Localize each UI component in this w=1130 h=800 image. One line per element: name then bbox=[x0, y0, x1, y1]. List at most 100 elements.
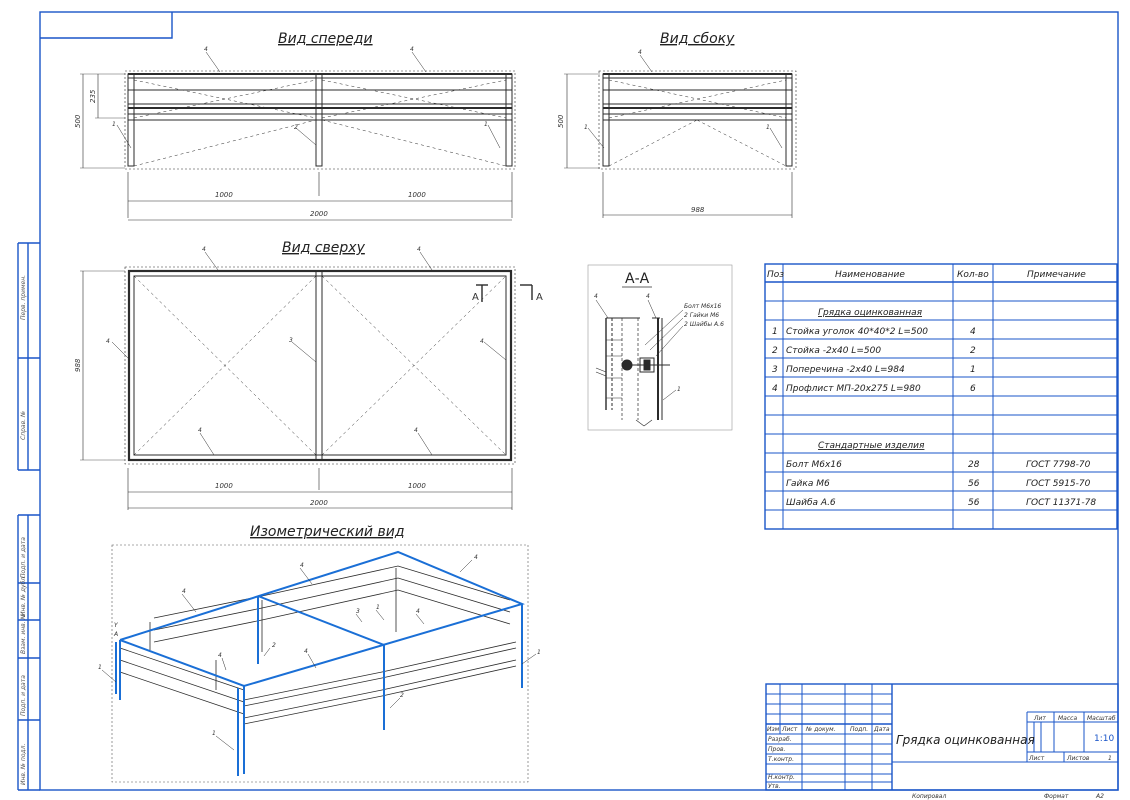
title-block-text: Изм Лист № докум. Подп. Дата Разраб. Про… bbox=[767, 715, 1116, 800]
section-title: А-А bbox=[625, 271, 650, 287]
front-view-title: Вид спереди bbox=[278, 31, 373, 47]
top-dim-1000a: 1000 bbox=[215, 482, 233, 490]
iso-callout-1a: 1 bbox=[376, 604, 380, 611]
front-view: Вид спереди bbox=[80, 31, 516, 221]
stamp-inv-dubl: Инв. № дубл. bbox=[20, 575, 27, 616]
iso-callout-4d: 4 bbox=[304, 648, 308, 655]
section-callout-4b: 4 bbox=[646, 293, 650, 300]
bom-row2-qty: 2 bbox=[970, 346, 976, 356]
stamp-podp1: Подп. и дата bbox=[20, 537, 27, 578]
bom-group-1: Грядка оцинкованная bbox=[818, 308, 923, 318]
bom-std1-note: ГОСТ 7798-70 bbox=[1026, 460, 1091, 470]
bom-std2-name: Гайка М6 bbox=[786, 479, 830, 489]
top-callout-4c: 4 bbox=[106, 338, 110, 345]
iso-view: Изометрический вид bbox=[98, 524, 541, 783]
bom-row1-qty: 4 bbox=[970, 327, 976, 337]
bom-row3-qty: 1 bbox=[970, 365, 976, 375]
bom-row4-qty: 6 bbox=[970, 384, 976, 394]
section-labels: Болт М6х16 2 Гайки М6 2 Шайбы А.6 4 4 1 bbox=[594, 293, 724, 393]
tb-razrab: Разраб. bbox=[768, 736, 792, 743]
top-callout-4f: 4 bbox=[414, 427, 418, 434]
iso-callout-1b: 1 bbox=[98, 664, 102, 671]
iso-axis-a: A bbox=[113, 631, 118, 638]
iso-callout-2b: 2 bbox=[400, 692, 404, 699]
bom-row1-pos: 1 bbox=[772, 327, 778, 337]
tb-col-izm: Изм bbox=[767, 726, 780, 733]
tb-format-label: Формат bbox=[1044, 793, 1069, 800]
tb-col-list: Лист bbox=[781, 726, 798, 733]
bom-std1-qty: 28 bbox=[968, 460, 980, 470]
front-dim-500: 500 bbox=[74, 114, 82, 128]
top-callout-4b: 4 bbox=[417, 246, 421, 253]
bom-header-qty: Кол-во bbox=[957, 270, 989, 280]
stamp-podp2: Подп. и дата bbox=[20, 675, 27, 716]
side-view-labels: 500 988 4 1 1 bbox=[557, 49, 770, 214]
tb-copied: Копировал bbox=[912, 793, 946, 800]
bom-row1-name: Стойка уголок 40*40*2 L=500 bbox=[786, 327, 928, 337]
bom-std2-qty: 56 bbox=[968, 479, 980, 489]
tb-col-date: Дата bbox=[873, 726, 890, 733]
tb-sheets-count: 1 bbox=[1108, 755, 1112, 762]
front-dim-1000a: 1000 bbox=[215, 191, 233, 199]
top-callout-4e: 4 bbox=[198, 427, 202, 434]
front-view-labels: 1000 1000 2000 500 235 4 4 1 1 2 bbox=[74, 46, 488, 218]
stamp-vzam: Взам. инв. № bbox=[20, 613, 27, 654]
bom-header-note: Примечание bbox=[1027, 270, 1086, 280]
iso-view-title: Изометрический вид bbox=[250, 524, 405, 540]
tb-sheets: Листов bbox=[1066, 755, 1090, 762]
iso-callout-4b: 4 bbox=[300, 562, 304, 569]
front-callout-2: 2 bbox=[294, 124, 298, 131]
side-stamp: Перв. примен. Справ. № Подп. и дата Инв.… bbox=[20, 275, 27, 785]
front-dim-1000b: 1000 bbox=[408, 191, 426, 199]
tb-prov: Пров. bbox=[768, 746, 786, 753]
section-note-bolt: Болт М6х16 bbox=[684, 303, 721, 310]
bom-header-pos: Поз bbox=[767, 270, 784, 280]
section-callout-1: 1 bbox=[677, 386, 681, 393]
iso-callout-1c: 1 bbox=[537, 649, 541, 656]
section-note-washer: 2 Шайбы А.6 bbox=[684, 321, 724, 328]
iso-callout-4c: 4 bbox=[474, 554, 478, 561]
section-note-nut: 2 Гайки М6 bbox=[684, 312, 719, 319]
tb-mass: Масса bbox=[1058, 715, 1077, 722]
bom-row2-pos: 2 bbox=[772, 346, 778, 356]
top-dim-2000: 2000 bbox=[310, 499, 328, 507]
bom-std1-name: Болт М6х16 bbox=[786, 460, 842, 470]
stamp-inv-podl: Инв. № подл. bbox=[20, 744, 27, 785]
section-a-a: А-А bbox=[587, 264, 733, 431]
tb-utv: Утв. bbox=[768, 783, 781, 790]
sheet-frame bbox=[17, 11, 1119, 791]
bom-std3-name: Шайба А.6 bbox=[786, 498, 836, 508]
tb-sheet: Лист bbox=[1028, 755, 1045, 762]
stamp-perv: Перв. примен. bbox=[20, 275, 27, 320]
bom-group-2: Стандартные изделия bbox=[818, 441, 925, 451]
top-callout-4a: 4 bbox=[202, 246, 206, 253]
bom-row3-pos: 3 bbox=[772, 365, 778, 375]
top-view-labels: 1000 1000 2000 988 A A 4 4 4 4 3 4 4 bbox=[74, 246, 543, 507]
top-callout-3: 3 bbox=[289, 337, 293, 344]
iso-callout-4e: 4 bbox=[218, 652, 222, 659]
bom-header-name: Наименование bbox=[835, 270, 905, 280]
side-view-title: Вид сбоку bbox=[660, 31, 735, 47]
bom-row3-name: Поперечина -2х40 L=984 bbox=[786, 365, 905, 375]
bom-std2-note: ГОСТ 5915-70 bbox=[1026, 479, 1091, 489]
tb-col-sign: Подп. bbox=[850, 726, 868, 733]
side-callout-4: 4 bbox=[638, 49, 642, 56]
bom-row4-pos: 4 bbox=[772, 384, 778, 394]
tb-nkontr: Н.контр. bbox=[768, 774, 795, 781]
side-callout-1a: 1 bbox=[584, 124, 588, 131]
tb-format: А2 bbox=[1095, 793, 1104, 800]
title-block bbox=[765, 683, 1119, 791]
front-dim-235: 235 bbox=[89, 89, 97, 103]
side-dim-500: 500 bbox=[557, 114, 565, 128]
top-view-title: Вид сверху bbox=[282, 240, 366, 256]
front-callout-4b: 4 bbox=[410, 46, 414, 53]
bom-row2-name: Стойка -2х40 L=500 bbox=[786, 346, 881, 356]
iso-callout-3: 3 bbox=[356, 608, 360, 615]
tb-scale: 1:10 bbox=[1094, 734, 1114, 744]
front-callout-4a: 4 bbox=[204, 46, 208, 53]
bom-text: Поз Наименование Кол-во Примечание Грядк… bbox=[767, 270, 1096, 508]
side-view: Вид сбоку bbox=[564, 31, 797, 218]
side-dim-988: 988 bbox=[691, 206, 705, 214]
tb-scale-label: Масштаб bbox=[1087, 715, 1116, 722]
top-view: Вид сверху bbox=[80, 240, 533, 510]
